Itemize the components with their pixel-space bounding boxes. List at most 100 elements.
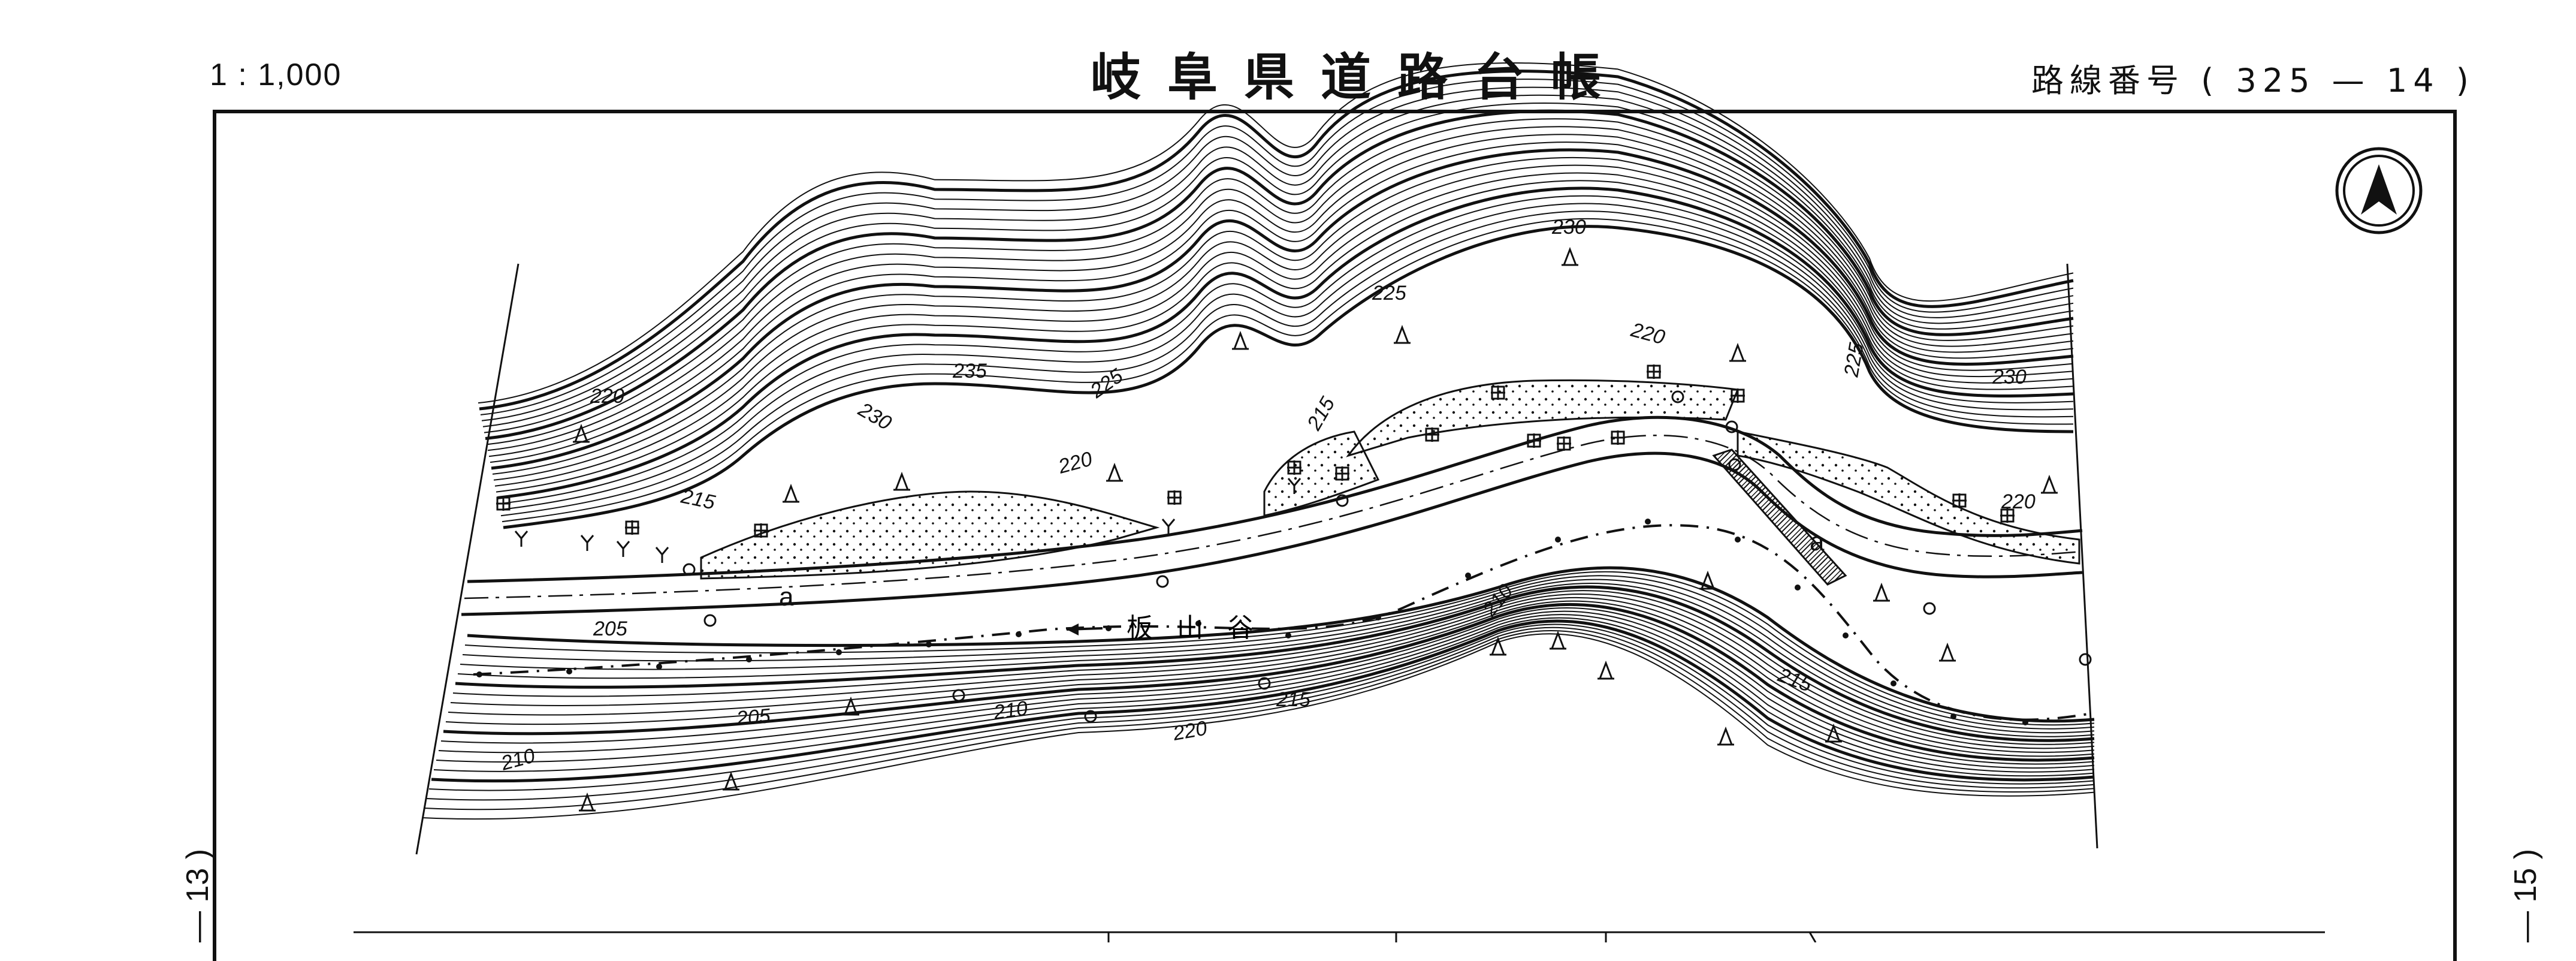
river-dot bbox=[1285, 632, 1291, 638]
route-close: ) bbox=[2456, 62, 2475, 100]
orchard-symbol bbox=[1952, 493, 1967, 508]
contour-line bbox=[486, 118, 2074, 445]
orchard-symbol bbox=[1611, 430, 1625, 445]
sheet-header: 1 : 1,000 岐阜県道路台帳 路線番号 ( 325 — 14 ) bbox=[0, 0, 2576, 108]
contour-label: 210 bbox=[992, 697, 1029, 724]
contour-label: 230 bbox=[854, 398, 895, 435]
point-symbol bbox=[1728, 458, 1741, 471]
contour-label: 220 bbox=[590, 385, 624, 408]
map-frame bbox=[213, 110, 2457, 961]
contour-line bbox=[492, 156, 2074, 475]
tree-symbol bbox=[1106, 462, 1123, 482]
tree-symbol bbox=[573, 423, 590, 443]
contour-line bbox=[493, 164, 2074, 481]
orchard-symbol bbox=[1287, 460, 1301, 475]
contour-line bbox=[448, 597, 2095, 753]
orchard-symbol bbox=[754, 523, 768, 538]
river-dot bbox=[926, 641, 932, 647]
river-dot bbox=[2022, 719, 2028, 725]
contour-line bbox=[490, 141, 2074, 463]
river-dot bbox=[1891, 680, 1896, 686]
contour-label: 230 bbox=[1992, 366, 2027, 388]
contour-lines bbox=[421, 62, 2095, 820]
contour-label: 220 bbox=[1628, 318, 1668, 350]
shrub-symbol bbox=[1287, 478, 1301, 494]
contour-line bbox=[480, 79, 2074, 415]
tree-symbol bbox=[1717, 726, 1734, 746]
contour-line bbox=[502, 218, 2074, 523]
contour-line bbox=[484, 103, 2074, 433]
tree-symbol bbox=[1232, 330, 1249, 350]
contour-label: 235 bbox=[952, 360, 987, 382]
contour-line bbox=[491, 148, 2074, 470]
map-scale: 1 : 1,000 bbox=[210, 58, 342, 92]
contour-line bbox=[450, 594, 2095, 749]
river-label: 板山谷 bbox=[1127, 613, 1278, 643]
tree-symbol bbox=[579, 792, 596, 812]
point-symbol bbox=[703, 614, 717, 627]
contour-line bbox=[488, 134, 2074, 457]
orchard-symbol bbox=[1425, 427, 1439, 442]
river-dot bbox=[1016, 631, 1022, 637]
contour-line bbox=[503, 225, 2074, 529]
contour-line bbox=[455, 585, 2095, 742]
contour-line bbox=[428, 623, 2095, 791]
point-symbol bbox=[1671, 390, 1684, 403]
river-dot bbox=[1106, 625, 1112, 631]
contour-label: 205 bbox=[735, 704, 771, 730]
river-markers bbox=[476, 519, 2028, 725]
river-dot bbox=[1795, 585, 1801, 591]
river-dot bbox=[1645, 519, 1651, 525]
contour-line bbox=[440, 607, 2095, 765]
point-symbol bbox=[1923, 602, 1936, 615]
contour-line bbox=[487, 126, 2074, 451]
orchard-symbol bbox=[1167, 490, 1182, 505]
contour-label: 230 bbox=[1551, 216, 1586, 239]
contour-line bbox=[479, 70, 2074, 411]
route-prefix: 路線番号 bbox=[2031, 62, 2185, 100]
contour-line bbox=[421, 633, 2095, 820]
parcel-label: a bbox=[1810, 527, 1825, 556]
contour-label: 210 bbox=[498, 744, 537, 775]
orchard-symbol bbox=[1527, 433, 1541, 448]
river-dot bbox=[1195, 620, 1201, 626]
shrub-symbol bbox=[514, 531, 529, 547]
tree-symbol bbox=[723, 771, 739, 791]
contour-line bbox=[496, 180, 2074, 493]
parcel-label: a bbox=[779, 582, 794, 611]
contour-line bbox=[462, 575, 2095, 730]
contour-line bbox=[497, 186, 2074, 499]
contour-line bbox=[460, 579, 2095, 734]
road bbox=[461, 415, 2083, 616]
profile-baseline bbox=[354, 931, 2325, 942]
river-dot bbox=[1950, 713, 1956, 719]
point-symbol bbox=[1258, 677, 1271, 690]
river-label-group: 板山谷 bbox=[1066, 613, 1278, 643]
point-symbol bbox=[952, 689, 965, 702]
contour-line bbox=[457, 582, 2095, 737]
contour-line bbox=[485, 109, 2074, 440]
river-dot bbox=[1735, 537, 1741, 543]
orchard-symbol bbox=[1491, 385, 1505, 400]
contour-label: 220 bbox=[1055, 447, 1095, 478]
orchard-symbol bbox=[1647, 364, 1661, 379]
tree-symbol bbox=[1699, 570, 1716, 590]
river-dot bbox=[566, 668, 572, 674]
tree-symbol bbox=[893, 471, 910, 491]
map-symbols bbox=[496, 246, 2092, 812]
contour-line bbox=[482, 94, 2074, 427]
contour-line bbox=[481, 86, 2074, 421]
tree-symbol bbox=[1729, 342, 1746, 362]
retaining-wall bbox=[1712, 448, 1847, 586]
river-dot bbox=[656, 664, 662, 670]
river-dot bbox=[1843, 632, 1849, 638]
tree-symbol bbox=[1562, 246, 1578, 266]
contour-line bbox=[498, 195, 2074, 505]
orchard-symbol bbox=[1335, 466, 1349, 481]
shrub-symbol bbox=[580, 535, 594, 551]
contour-line bbox=[443, 602, 2095, 762]
point-symbol bbox=[1725, 420, 1738, 433]
route-sheet-value: 14 bbox=[2386, 62, 2440, 100]
contour-line bbox=[500, 210, 2074, 517]
